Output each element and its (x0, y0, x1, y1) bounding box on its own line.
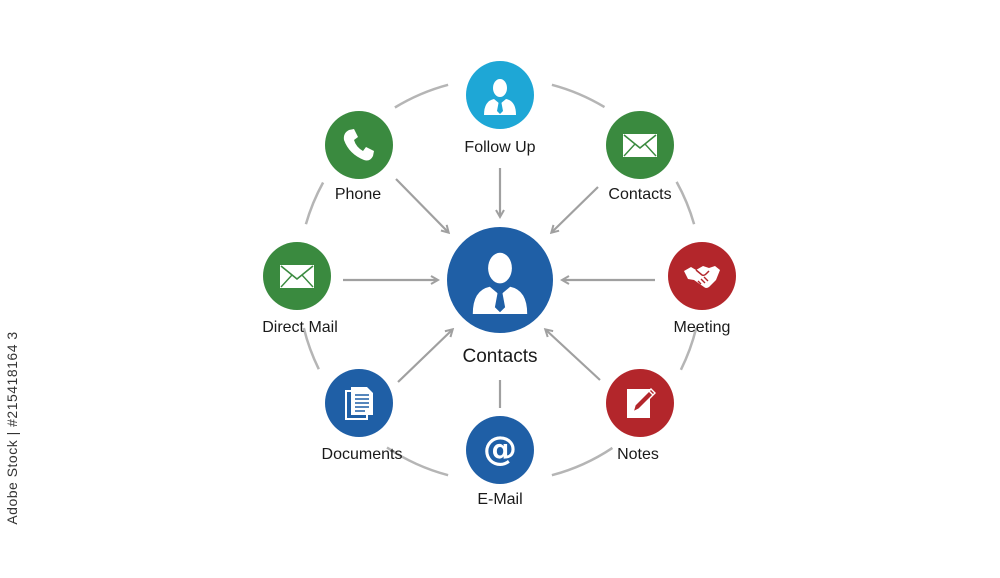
node-contacts (606, 111, 674, 179)
arrow-documents-to-center (397, 330, 452, 383)
node-documents (325, 369, 393, 437)
ring-arc (302, 327, 320, 370)
ring-arc (679, 327, 698, 371)
ring-arc (551, 83, 606, 109)
arrow-phone-to-center (395, 178, 448, 232)
arrow-notes-to-center (546, 330, 601, 381)
node-email: @ (466, 416, 534, 484)
node-label-documents: Documents (321, 446, 403, 463)
ring-arc (394, 83, 449, 109)
phone-icon (343, 129, 374, 161)
businessman-icon (484, 79, 516, 115)
svg-text:@: @ (483, 430, 517, 469)
node-direct-mail (263, 242, 331, 310)
outer-ring (302, 83, 698, 477)
envelope-icon (623, 134, 657, 157)
node-label-email: E-Mail (477, 491, 523, 508)
node-label-follow-up: Follow Up (464, 139, 536, 156)
ring-arc (551, 446, 614, 477)
node-label-phone: Phone (334, 186, 382, 203)
envelope-icon (280, 265, 314, 288)
node-label-meeting: Meeting (673, 319, 731, 336)
node-meeting (668, 242, 736, 310)
node-phone (325, 111, 393, 179)
center-label: Contacts (462, 346, 538, 367)
ring-arc (675, 181, 696, 225)
note-pencil-icon (627, 388, 656, 418)
documents-icon (345, 387, 373, 420)
center-node-contacts (447, 227, 553, 333)
inbound-arrows (343, 168, 655, 408)
handshake-icon (684, 266, 720, 288)
contacts-diagram: Contacts Follow Up Contacts Meeting Note (4, 61, 736, 525)
node-notes (606, 369, 674, 437)
at-sign-icon: @ (483, 430, 517, 469)
diagram-connectors (302, 83, 698, 477)
arrow-contacts-to-center (552, 186, 599, 232)
businessman-icon (472, 252, 528, 314)
stock-watermark: Adobe Stock | #215418164 3 (4, 331, 20, 525)
node-follow-up (466, 61, 534, 129)
ring-arc (304, 181, 325, 225)
ring-arc (386, 446, 449, 477)
node-label-notes: Notes (617, 446, 659, 463)
node-label-contacts: Contacts (608, 186, 672, 203)
node-label-direct-mail: Direct Mail (262, 319, 338, 336)
